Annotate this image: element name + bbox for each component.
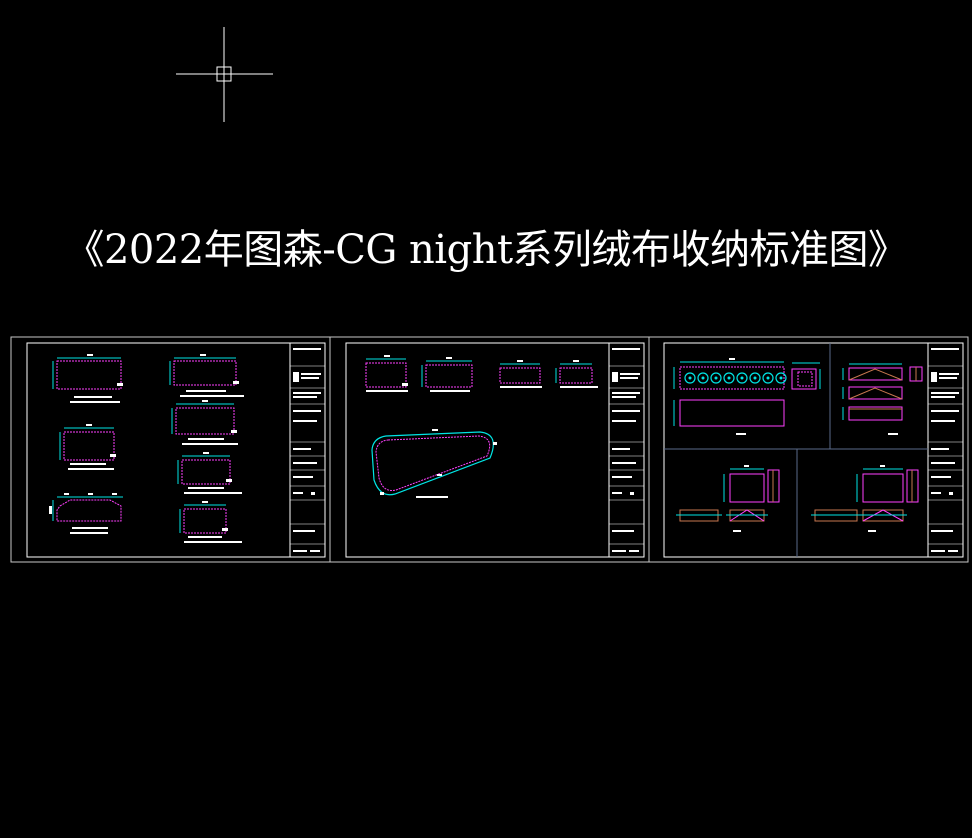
viewport-grid xyxy=(664,343,928,557)
part-view xyxy=(421,357,473,392)
part-view xyxy=(555,360,598,388)
part-view xyxy=(169,354,244,397)
drawing-sheet-2[interactable] xyxy=(345,342,645,558)
title-block xyxy=(931,348,959,552)
part-view xyxy=(49,493,123,534)
layout-outer-frame xyxy=(10,336,969,563)
title-block xyxy=(612,348,640,552)
box-views-left xyxy=(676,465,780,532)
title-block-grid xyxy=(290,365,325,545)
drawing-sheet-3[interactable] xyxy=(663,342,964,558)
part-view xyxy=(179,501,242,543)
part-view xyxy=(177,452,242,494)
part-view-triangle xyxy=(371,429,497,498)
organizer-top-view xyxy=(673,358,821,435)
part-view xyxy=(171,400,238,445)
crosshair-cursor-icon xyxy=(176,27,273,122)
title-block-grid xyxy=(609,365,644,545)
drawing-sheet-1[interactable] xyxy=(26,342,326,558)
title-block xyxy=(293,348,321,552)
box-views-right xyxy=(811,465,919,532)
part-view xyxy=(52,354,123,403)
part-view xyxy=(59,424,116,470)
title-block-grid xyxy=(928,365,963,545)
part-view xyxy=(499,360,542,388)
page-title: 《2022年图森-CG night系列绒布收纳标准图》 xyxy=(64,227,908,273)
panel-views xyxy=(842,363,923,435)
part-view xyxy=(365,355,408,392)
